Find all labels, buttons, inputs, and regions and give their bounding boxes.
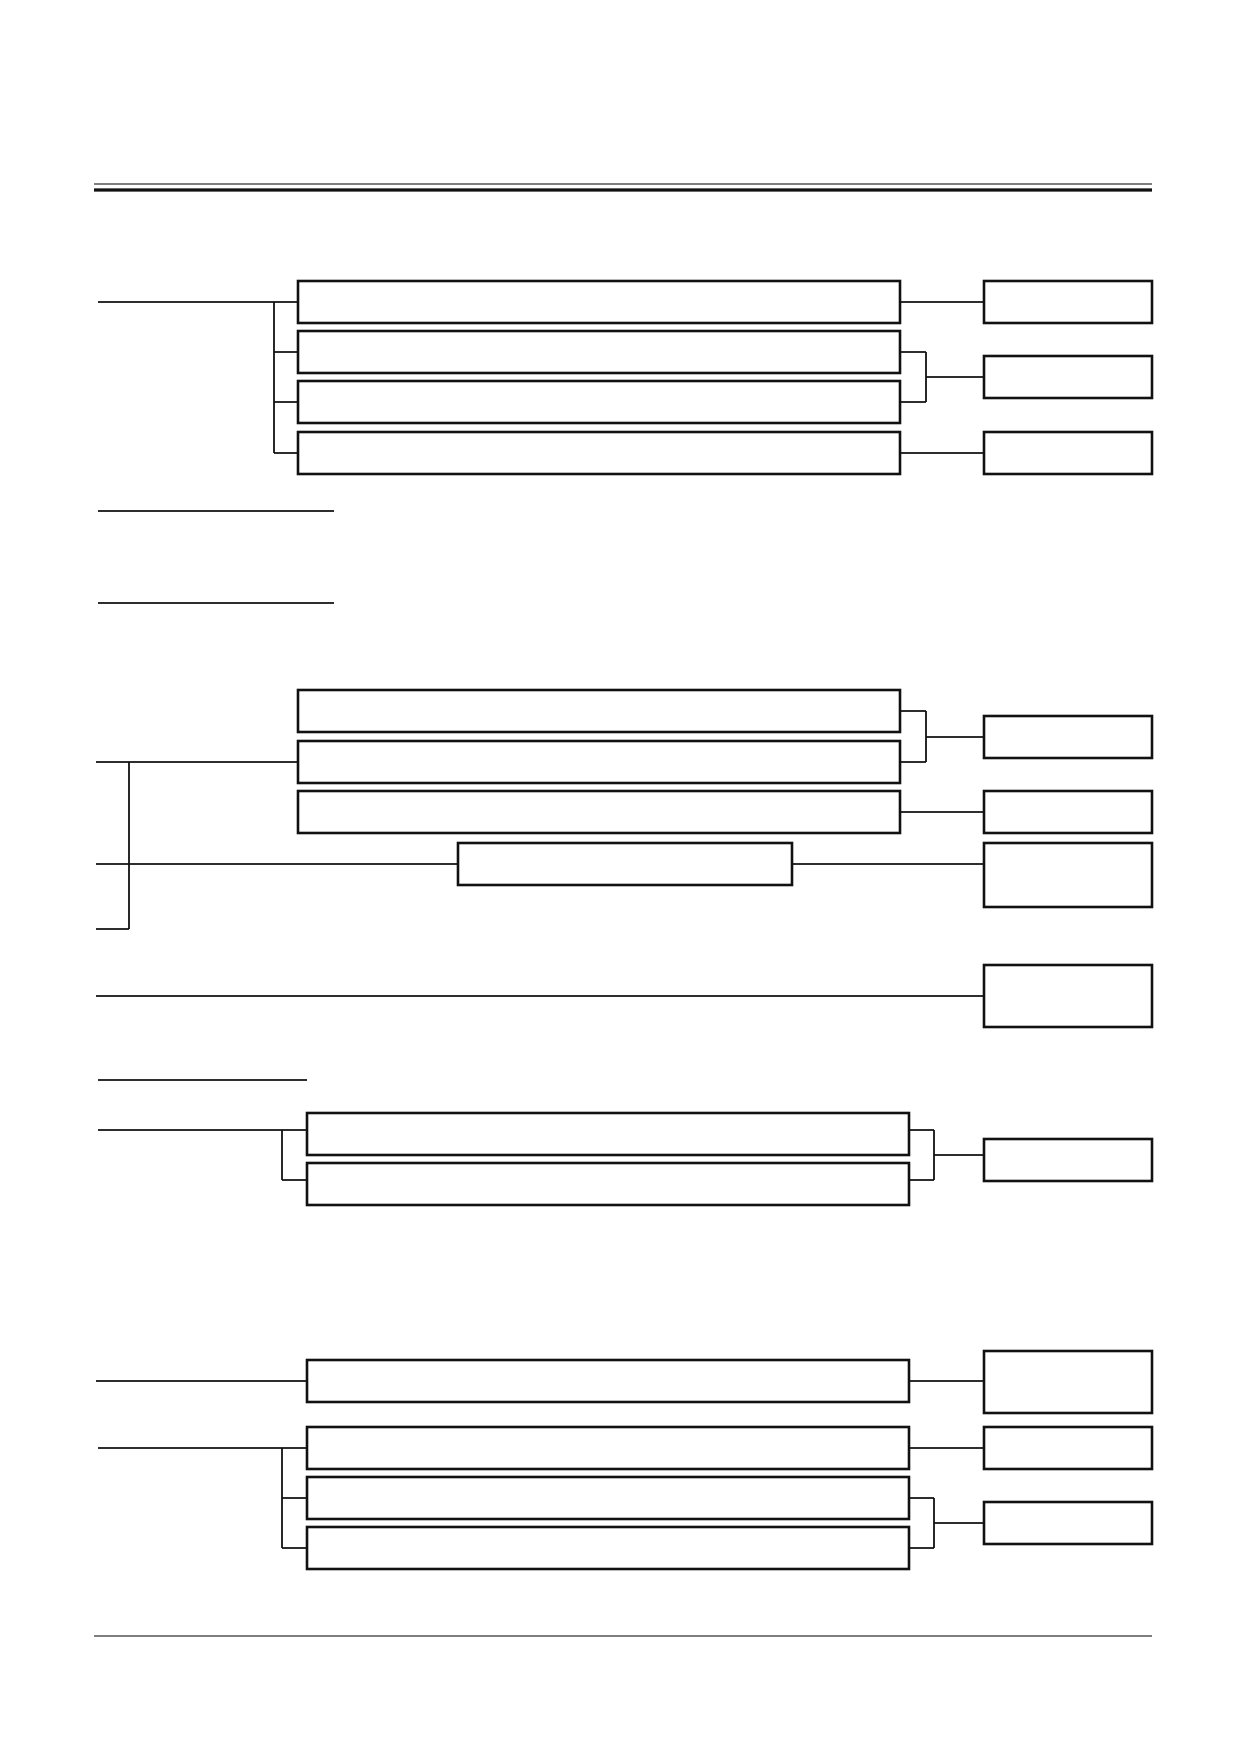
s2-middle-box-2 — [296, 739, 902, 785]
s4-result-box-2 — [982, 1425, 1154, 1471]
s2-result-box-4 — [982, 963, 1154, 1029]
s2-result-box-2 — [982, 789, 1154, 835]
s1-result-box-3 — [982, 430, 1154, 476]
section-1 — [98, 279, 1154, 512]
s4-result-box-3 — [982, 1500, 1154, 1546]
s4-result-box-1 — [982, 1349, 1154, 1415]
s1-result-box-1 — [982, 279, 1154, 325]
s2-middle-box-4 — [456, 841, 794, 887]
s3-middle-box-1 — [305, 1111, 911, 1157]
s2-result-box-1 — [982, 714, 1154, 760]
s3-result-box-1 — [982, 1137, 1154, 1183]
s1-middle-box-3 — [296, 379, 902, 425]
section-3 — [98, 1079, 1154, 1207]
s4-middle-box-1 — [305, 1358, 911, 1404]
s4-middle-box-2 — [305, 1425, 911, 1471]
s1-middle-box-2 — [296, 329, 902, 375]
s4-middle-box-4 — [305, 1525, 911, 1571]
s1-middle-box-1 — [296, 279, 902, 325]
s1-middle-box-4 — [296, 430, 902, 476]
section-4 — [96, 1349, 1154, 1571]
s2-middle-box-3 — [296, 789, 902, 835]
s2-result-box-3 — [982, 841, 1154, 909]
section-2 — [96, 602, 1154, 1029]
s1-result-box-2 — [982, 354, 1154, 400]
s2-middle-box-1 — [296, 688, 902, 734]
header-rule — [94, 183, 1152, 192]
s3-middle-box-2 — [305, 1161, 911, 1207]
s4-middle-box-3 — [305, 1475, 911, 1521]
